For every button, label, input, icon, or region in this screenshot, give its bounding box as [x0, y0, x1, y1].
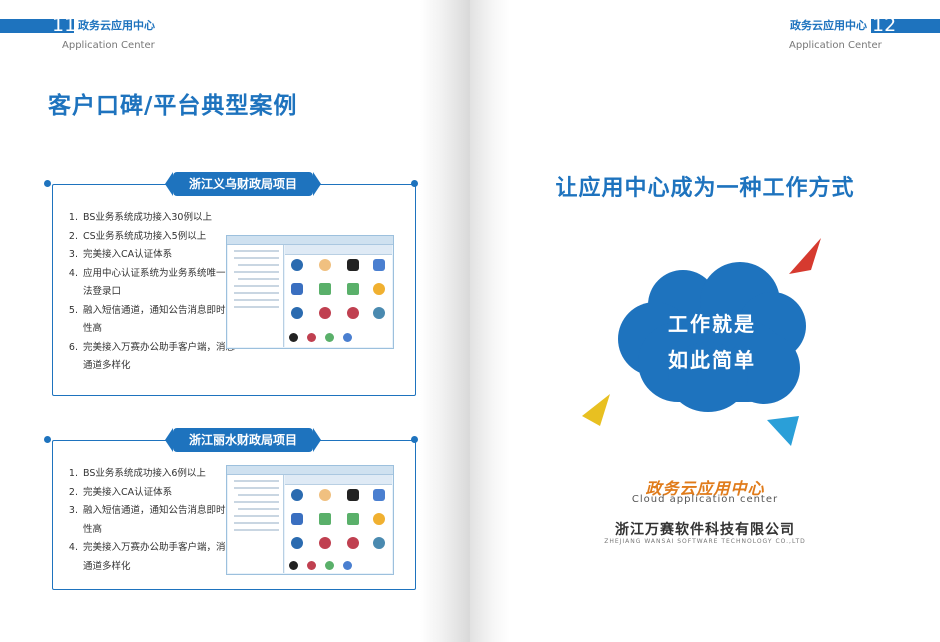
- list-item: 融入短信通道，通知公告消息即时效性高: [81, 502, 241, 539]
- left-page: 11 政务云应用中心 Application Center 客户口碑/平台典型案…: [0, 0, 470, 642]
- page-number: 11: [52, 14, 77, 36]
- company-name: 浙江万赛软件科技有限公司: [615, 522, 795, 538]
- yellow-triangle-decoration: [582, 394, 610, 426]
- list-item: 完美接入CA认证体系: [81, 484, 241, 503]
- case-2-title: 浙江丽水财政局项目: [164, 428, 322, 452]
- cloud-shape: 工作就是 如此简单: [618, 262, 806, 412]
- app-screenshot: [226, 465, 394, 575]
- card-corner-dot: [411, 436, 418, 443]
- case-1-title: 浙江义乌财政局项目: [164, 172, 322, 196]
- list-item: BS业务系统成功接入6例以上: [81, 465, 241, 484]
- list-item: CS业务系统成功接入5例以上: [81, 228, 241, 247]
- brand-name: 政务云应用中心: [645, 479, 765, 498]
- list-item: BS业务系统成功接入30例以上: [81, 209, 241, 228]
- app-screenshot: [226, 235, 394, 349]
- case-1-list: BS业务系统成功接入30例以上 CS业务系统成功接入5例以上 完美接入CA认证体…: [63, 209, 241, 376]
- header-subtitle: Application Center: [62, 40, 155, 51]
- case-card-2: BS业务系统成功接入6例以上 完美接入CA认证体系 融入短信通道，通知公告消息即…: [52, 440, 416, 590]
- red-triangle-decoration: [789, 238, 821, 274]
- header-title: 政务云应用中心: [786, 19, 871, 33]
- header-bar: [868, 19, 940, 33]
- list-item: 完美接入万赛办公助手客户端，消息通道多样化: [81, 339, 241, 376]
- card-corner-dot: [44, 436, 51, 443]
- page-fold-shadow: [420, 0, 470, 642]
- card-corner-dot: [44, 180, 51, 187]
- company-english: ZHEJIANG WANSAI SOFTWARE TECHNOLOGY CO.,…: [604, 538, 806, 545]
- slogan: 让应用中心成为一种工作方式: [555, 176, 855, 201]
- card-corner-dot: [411, 180, 418, 187]
- header-title: 政务云应用中心: [74, 19, 159, 33]
- page-number: 12: [872, 14, 897, 36]
- cloud-text-line-2: 如此简单: [668, 348, 756, 372]
- list-item: 完美接入万赛办公助手客户端，消息通道多样化: [81, 539, 241, 576]
- blue-triangle-decoration: [767, 416, 799, 446]
- list-item: 完美接入CA认证体系: [81, 246, 241, 265]
- list-item: 融入短信通道，通知公告消息即时效性高: [81, 302, 241, 339]
- page-fold-shadow: [470, 0, 510, 642]
- brand-english: Cloud application center: [631, 494, 779, 505]
- cloud-text-line-1: 工作就是: [668, 312, 756, 336]
- case-card-1: BS业务系统成功接入30例以上 CS业务系统成功接入5例以上 完美接入CA认证体…: [52, 184, 416, 396]
- page-title: 客户口碑/平台典型案例: [48, 93, 298, 119]
- list-item: 应用中心认证系统为业务系统唯一合法登录口: [81, 265, 241, 302]
- header-subtitle: Application Center: [789, 40, 882, 51]
- case-2-list: BS业务系统成功接入6例以上 完美接入CA认证体系 融入短信通道，通知公告消息即…: [63, 465, 241, 576]
